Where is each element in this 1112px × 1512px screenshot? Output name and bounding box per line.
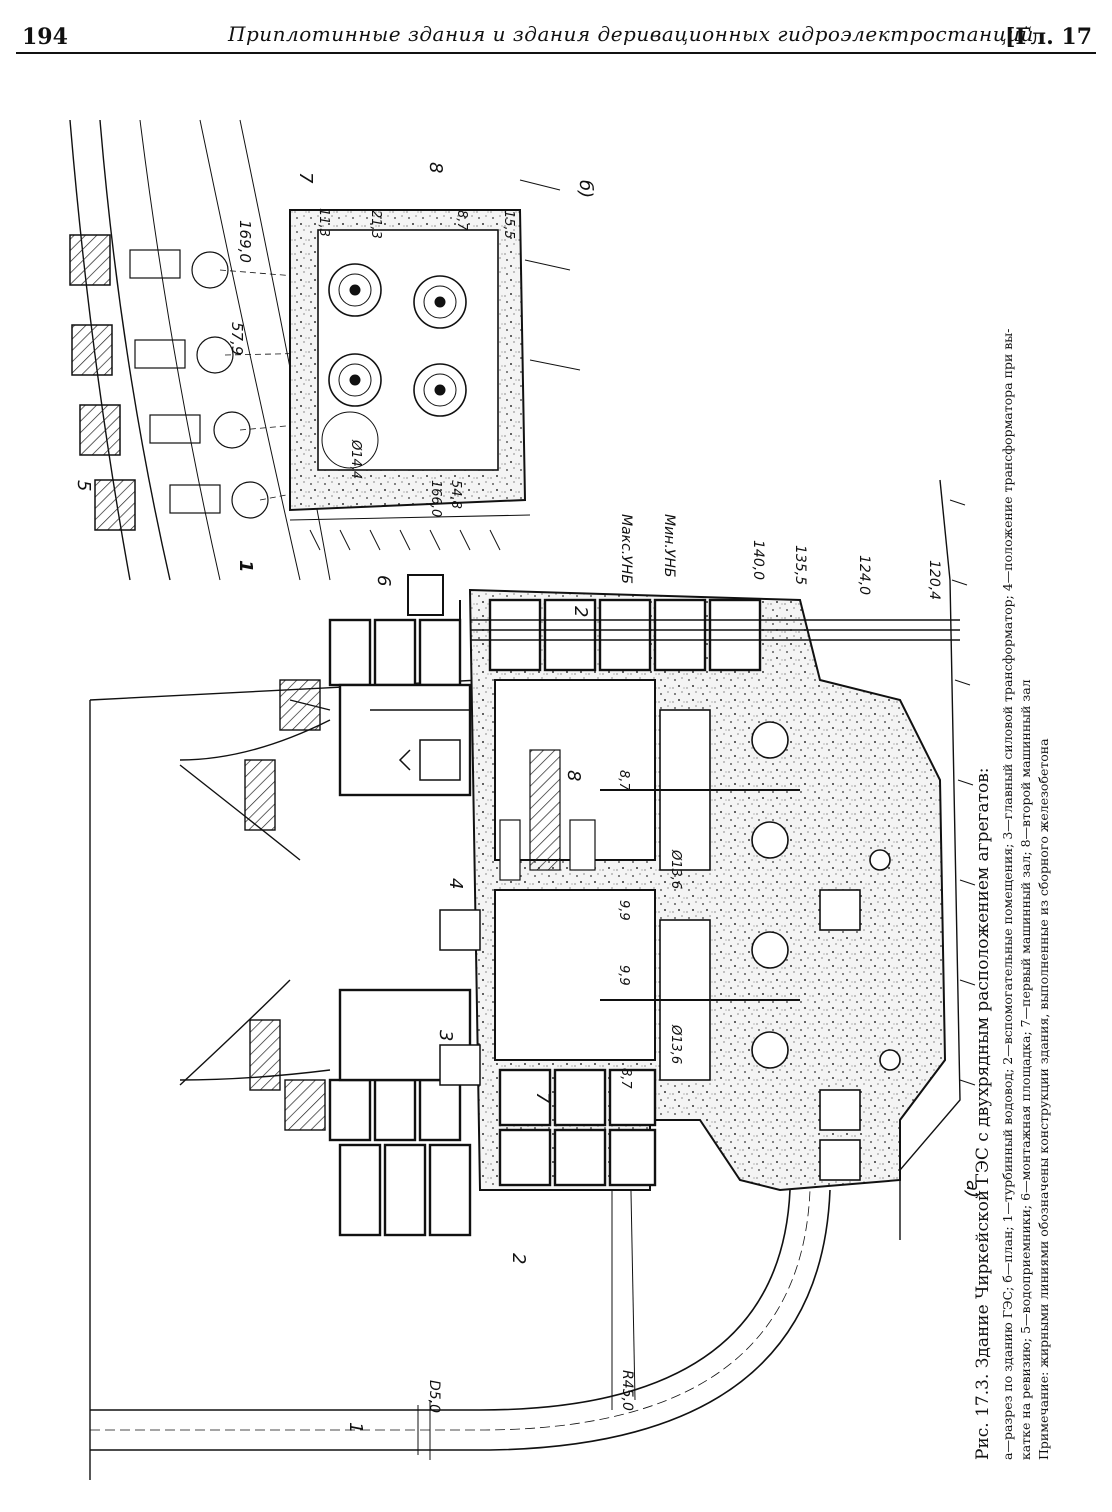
caption-title: Рис. 17.3. Здание Чиркейской ГЭС с двухр… bbox=[973, 767, 993, 1460]
elev-120-4: 120,4 bbox=[926, 560, 942, 600]
dim-d13-6-a: Ø13,6 bbox=[668, 849, 683, 889]
label-4: 4 bbox=[445, 878, 466, 889]
elev-max-unb: Макс.УНБ bbox=[618, 514, 634, 584]
elev-124: 124,0 bbox=[856, 555, 872, 595]
label-7: 7 bbox=[532, 1092, 553, 1104]
elev-169: 169,0 bbox=[236, 220, 254, 263]
label-3: 3 bbox=[435, 1030, 456, 1041]
plan-label-5: 5 bbox=[73, 480, 94, 491]
dim-9-9-a: 9,9 bbox=[616, 900, 631, 921]
auxiliary-rooms bbox=[488, 598, 762, 1187]
dim-15-5: 15,5 bbox=[501, 210, 516, 239]
label-2-top: 2 bbox=[570, 606, 591, 617]
dim-21-3: 21,3 bbox=[368, 210, 383, 239]
dim-8-7-plan: 8,7 bbox=[454, 210, 469, 231]
caption-line-2: катке на ревизию; 5—водоприемники; 6—мон… bbox=[1018, 679, 1033, 1460]
hall-8 bbox=[494, 679, 656, 861]
dim-11-3: 11,3 bbox=[316, 208, 331, 237]
dim-r45: R45,0 bbox=[619, 1370, 635, 1411]
panel-b-label: б) bbox=[575, 180, 596, 198]
cranes bbox=[499, 749, 596, 881]
plan-label-8: 8 bbox=[425, 162, 446, 173]
dim-d13-6-b: Ø13,6 bbox=[668, 1024, 683, 1064]
chapter-label: [Гл. 17 bbox=[1004, 24, 1092, 50]
tailwater bbox=[407, 479, 976, 1240]
hall-7 bbox=[494, 889, 656, 1061]
dim-9-9-b: 9,9 bbox=[616, 965, 631, 986]
page-number: 194 bbox=[22, 24, 68, 50]
plan-label-7: 7 bbox=[295, 172, 316, 184]
caption-line-1: а—разрез по зданию ГЭС; б—план; 1—турбин… bbox=[1000, 329, 1015, 1460]
dim-d14-4: Ø14,4 bbox=[348, 439, 363, 479]
transmission bbox=[179, 679, 470, 1131]
plan-label-6: 6 bbox=[373, 575, 394, 586]
page-header: 194 Приплотинные здания и здания деривац… bbox=[0, 0, 1112, 60]
header-rule bbox=[16, 52, 1096, 54]
dim-8-7-b: 8,7 bbox=[618, 1068, 633, 1089]
figure-caption: Рис. 17.3. Здание Чиркейской ГЭС с двухр… bbox=[973, 329, 1051, 1460]
figure-drawing: 7 8 б) 169,0 57,9 11,3 21,3 8,7 15,5 Ø14… bbox=[69, 119, 1051, 1480]
transformers bbox=[398, 739, 481, 1086]
upper-rooms bbox=[328, 618, 472, 1237]
panel-a-label: а) bbox=[962, 1180, 983, 1198]
label-8: 8 bbox=[563, 770, 584, 781]
dim-54-8: 54,8 bbox=[448, 480, 463, 509]
engineering-figure: 7 8 б) 169,0 57,9 11,3 21,3 8,7 15,5 Ø14… bbox=[0, 60, 1112, 1512]
dim-8-7-a: 8,7 bbox=[616, 770, 631, 791]
dim-57-9: 57,9 bbox=[228, 322, 246, 355]
elev-166: 166,0 bbox=[428, 480, 443, 517]
dim-d5: D5,0 bbox=[426, 1380, 442, 1413]
elev-135-5: 135,5 bbox=[792, 545, 808, 585]
elev-min-unb: Мин.УНБ bbox=[661, 514, 677, 577]
plan-view: 7 8 б) 169,0 57,9 11,3 21,3 8,7 15,5 Ø14… bbox=[69, 119, 596, 586]
section-view: 1 2 2 3 4 7 8 а) Макс.УНБ Мин.УНБ 140,0 … bbox=[89, 479, 983, 1480]
plan-label-1: 1 bbox=[235, 560, 256, 573]
label-1: 1 bbox=[345, 1422, 366, 1433]
label-2-bottom: 2 bbox=[508, 1253, 529, 1264]
plan-turbines bbox=[321, 263, 467, 469]
turbine-units bbox=[600, 709, 901, 1181]
running-title: Приплотинные здания и здания деривационн… bbox=[228, 22, 1034, 46]
elev-140: 140,0 bbox=[750, 540, 766, 580]
caption-line-3: Примечание: жирными линиями обозначены к… bbox=[1036, 738, 1051, 1460]
